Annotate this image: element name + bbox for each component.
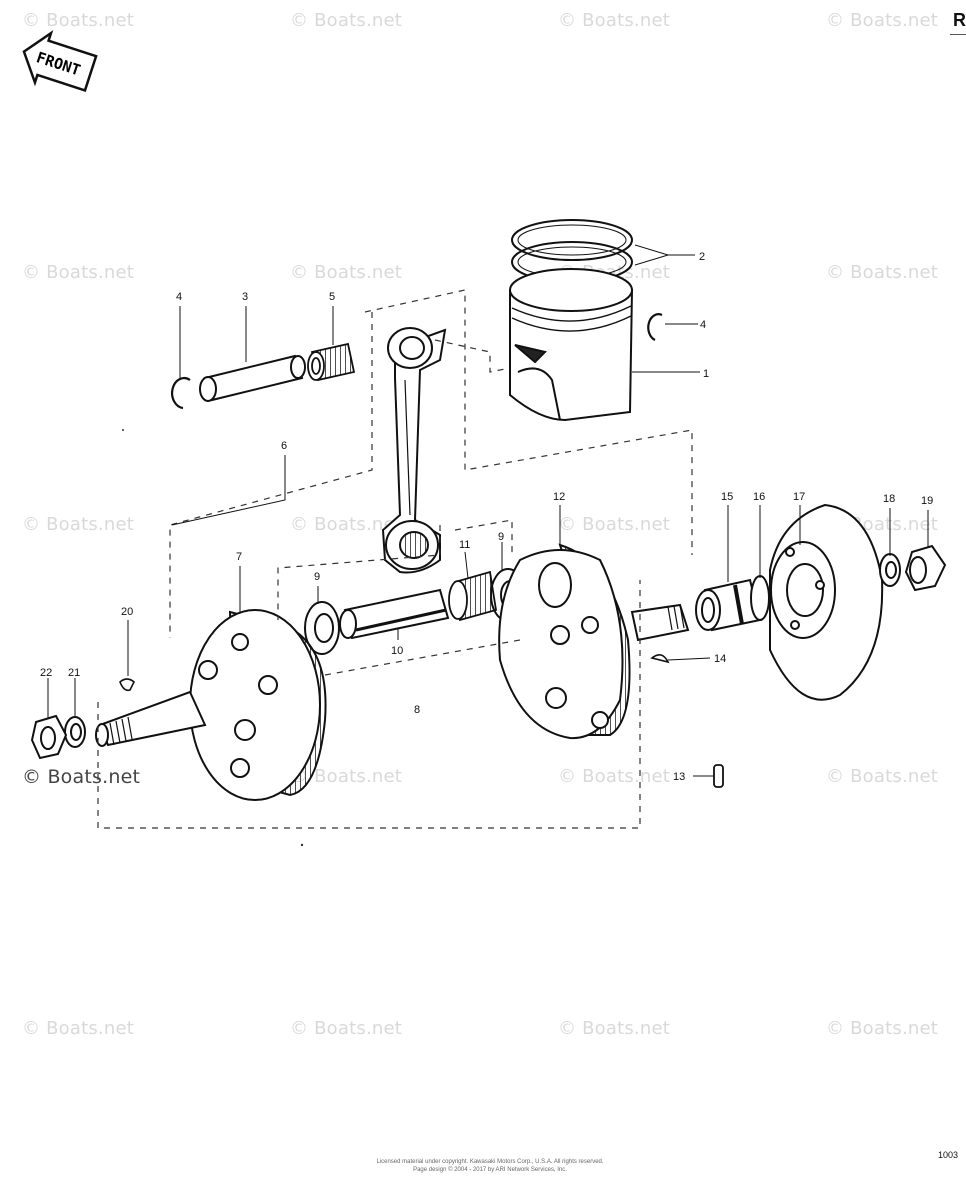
watermark: © Boats.net: [22, 262, 135, 283]
copyright-line-2: Page design © 2004 - 2017 by ARI Network…: [413, 1167, 567, 1173]
right-flywheel: [498, 543, 690, 740]
left-flywheel: [95, 609, 327, 801]
circlip-left: [171, 377, 191, 410]
callout-1: 1: [703, 368, 709, 380]
callout-20: 20: [121, 606, 133, 618]
section-rule: [950, 34, 966, 35]
small-end-bearing: [307, 342, 356, 382]
assembly-guides: [97, 289, 693, 829]
callout-21: 21: [68, 667, 80, 679]
watermark: © Boats.net: [826, 262, 939, 283]
callout-9-left: 9: [314, 571, 320, 583]
watermark: © Boats.net: [558, 514, 671, 535]
watermark: © Boats.net: [826, 1018, 939, 1039]
watermark: © Boats.net: [290, 10, 403, 31]
callout-18: 18: [883, 493, 895, 505]
rotor-disc: [769, 503, 884, 701]
callout-14: 14: [714, 653, 726, 665]
watermark: © Boats.net: [558, 10, 671, 31]
callout-2: 2: [699, 251, 705, 263]
callout-6: 6: [281, 440, 287, 452]
callout-3: 3: [242, 291, 248, 303]
watermark: © Boats.net: [22, 514, 135, 535]
key-left: [119, 678, 135, 692]
nut-22: [30, 714, 68, 760]
collar: [695, 578, 762, 632]
callout-7: 7: [236, 551, 242, 563]
callout-17: 17: [793, 491, 805, 503]
watermark: © Boats.net: [826, 10, 939, 31]
front-arrow-icon: FRONT: [22, 29, 98, 92]
crank-pin: [339, 588, 450, 640]
piston: [509, 268, 634, 422]
big-end-bearing: [448, 570, 498, 622]
watermark: © Boats.net: [22, 10, 135, 31]
callout-19: 19: [921, 495, 933, 507]
washer-21: [64, 716, 86, 748]
callout-9-right: 9: [498, 531, 504, 543]
callout-12: 12: [553, 491, 565, 503]
callout-8: 8: [414, 704, 420, 716]
callout-4-right: 4: [700, 319, 706, 331]
watermark: © Boats.net: [290, 766, 403, 787]
callout-13: 13: [673, 771, 685, 783]
callout-numbers: 1 2 3 4 4 5 6 7 8 9 9 10 11 12 13 14 15 …: [40, 251, 933, 783]
callout-15: 15: [721, 491, 733, 503]
section-letter: R: [953, 10, 966, 30]
thrust-washer-left: [304, 601, 340, 655]
leader-lines: [47, 244, 929, 777]
shim: [750, 575, 770, 621]
copyright-line-1: Licensed material under copyright. Kawas…: [376, 1159, 604, 1165]
callout-22: 22: [40, 667, 52, 679]
watermark: © Boats.net: [290, 514, 403, 535]
copyright-notice: Licensed material under copyright. Kawas…: [300, 1158, 680, 1174]
connecting-rod: [381, 327, 447, 574]
watermark: © Boats.net: [826, 766, 939, 787]
callout-11: 11: [459, 539, 470, 551]
callout-5: 5: [329, 291, 335, 303]
callout-4-left: 4: [176, 291, 182, 303]
nut-19: [904, 544, 947, 592]
callout-10: 10: [391, 645, 403, 657]
watermark: © Boats.net: [22, 1018, 135, 1039]
stray-marks: [122, 429, 304, 847]
page-number: 1003: [938, 1150, 959, 1160]
piston-pin: [199, 354, 306, 402]
key-right: [650, 654, 670, 664]
circlip-right: [647, 313, 663, 341]
watermark: © Boats.net: [558, 1018, 671, 1039]
watermark: © Boats.net: [558, 766, 671, 787]
washer-18: [879, 553, 901, 587]
callout-16: 16: [753, 491, 765, 503]
pin: [713, 764, 724, 788]
watermark: © Boats.net: [290, 262, 403, 283]
watermark: © Boats.net: [290, 1018, 403, 1039]
watermark: © Boats.net: [22, 766, 141, 788]
